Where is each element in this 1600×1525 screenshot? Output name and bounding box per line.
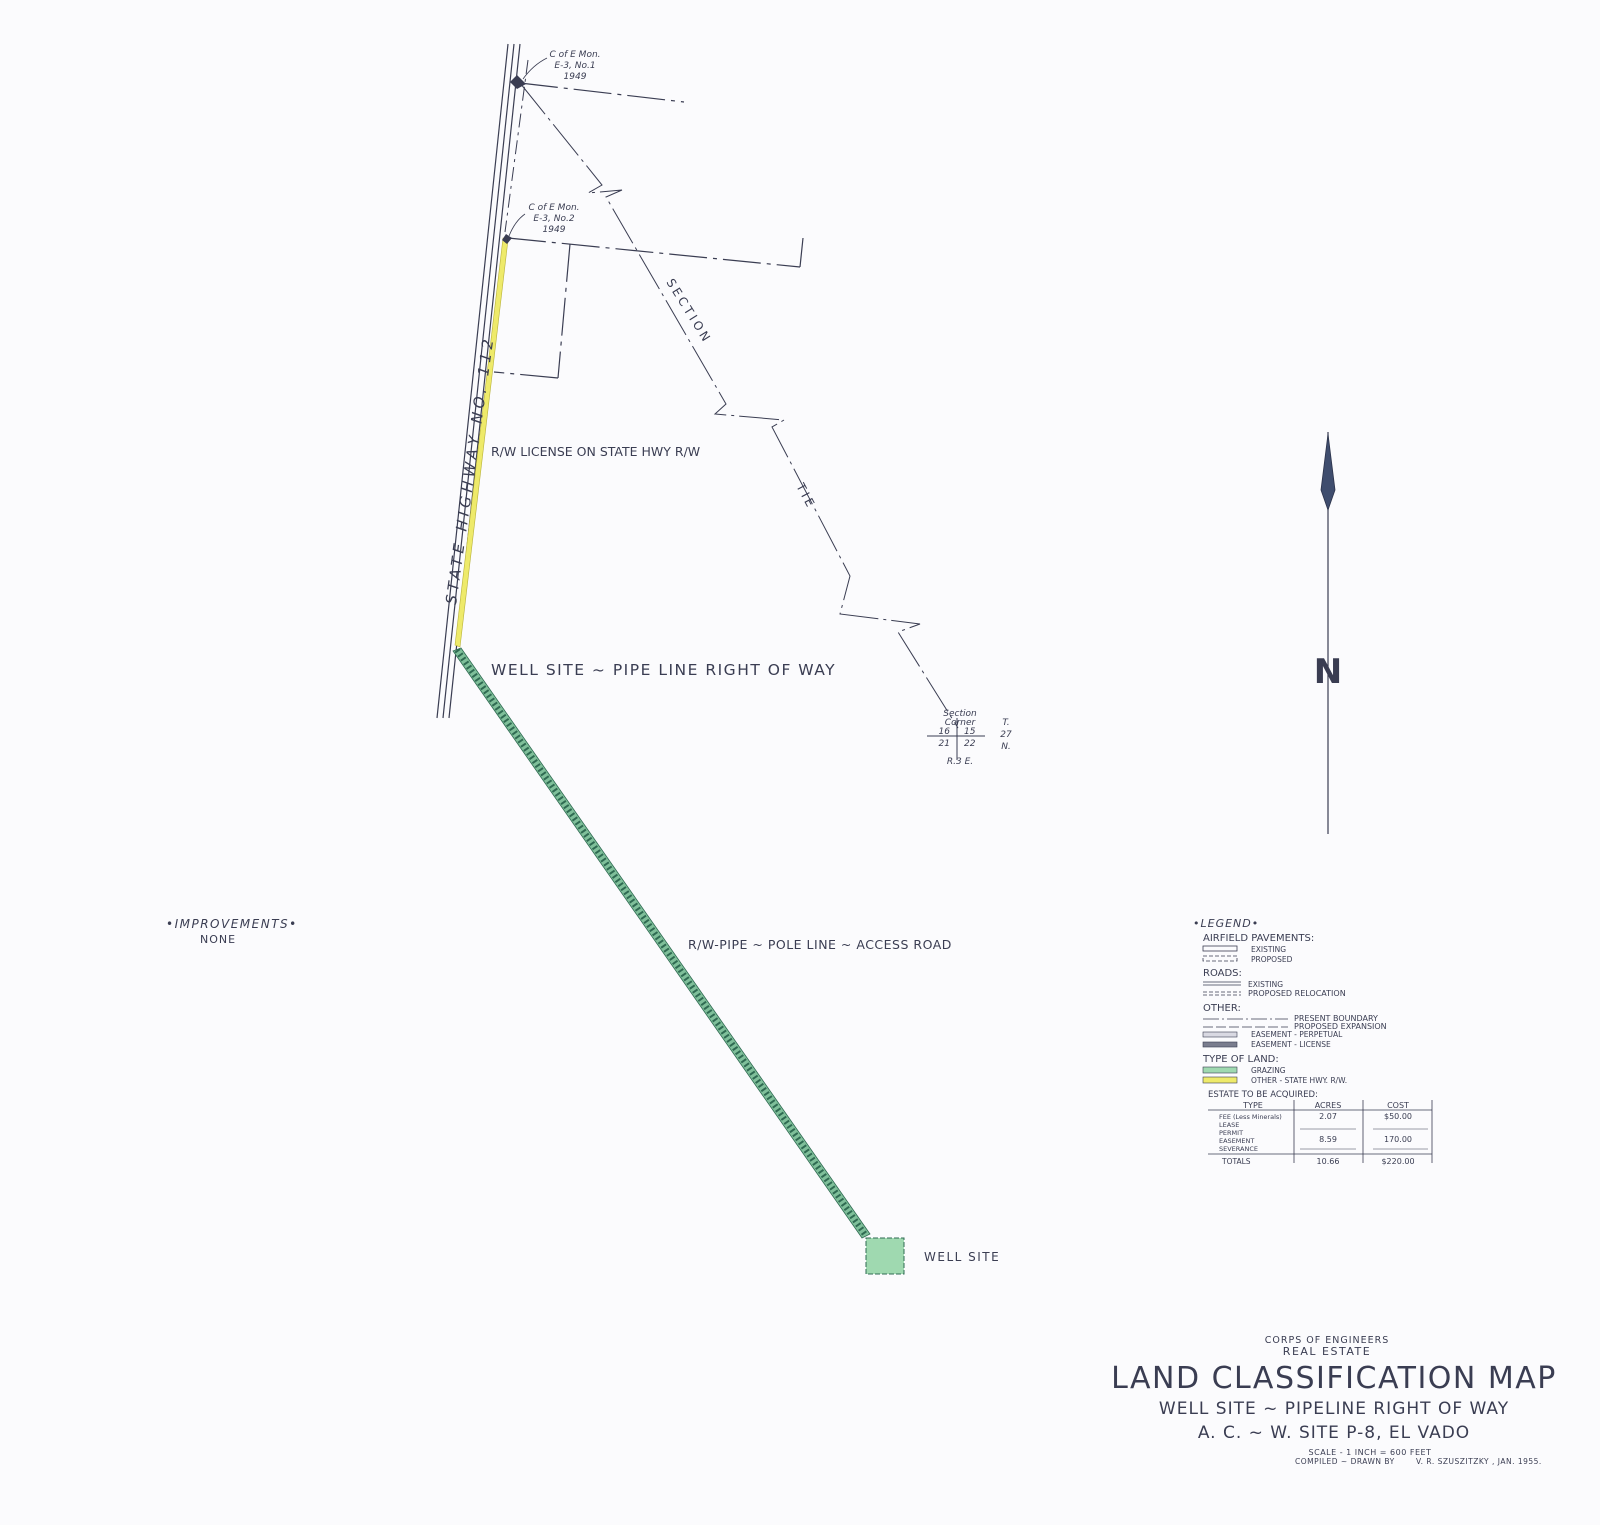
legend-present-boundary: PRESENT BOUNDARY — [1294, 1014, 1378, 1023]
monument-2-line-1: C of E Mon. — [528, 203, 579, 213]
legend-roads-existing: EXISTING — [1248, 980, 1283, 989]
table-row-easement-cost: 170.00 — [1384, 1135, 1412, 1144]
section-corner-title-2: Corner — [945, 718, 977, 728]
monument-1-line-1: C of E Mon. — [549, 50, 600, 60]
legend: •LEGEND• AIRFIELD PAVEMENTS: EXISTING PR… — [1193, 917, 1433, 1166]
pipeline-row-hatch — [454, 648, 869, 1238]
table-row-fee-acres: 2.07 — [1319, 1112, 1337, 1121]
township-t: T. — [1002, 718, 1009, 728]
legend-other-title: OTHER: — [1203, 1003, 1241, 1014]
legend-grazing: GRAZING — [1251, 1066, 1286, 1075]
table-totals-cost: $220.00 — [1381, 1157, 1414, 1166]
legend-state-hwy: OTHER - STATE HWY. R/W. — [1251, 1076, 1347, 1085]
map-subtitle-1: WELL SITE ~ PIPELINE RIGHT OF WAY — [1159, 1399, 1509, 1419]
table-row-easement-acres: 8.59 — [1319, 1135, 1337, 1144]
compiled-by: V. R. SZUSZITZKY , JAN. 1955. — [1416, 1457, 1542, 1466]
legend-easement-license: EASEMENT - LICENSE — [1251, 1040, 1331, 1049]
legend-estate-title: ESTATE TO BE ACQUIRED: — [1208, 1090, 1318, 1100]
section-number-15: 15 — [964, 727, 976, 737]
table-row-permit-type: PERMIT — [1219, 1129, 1243, 1137]
monument-2-line-3: 1949 — [543, 225, 566, 235]
legend-roads-title: ROADS: — [1203, 968, 1242, 979]
monument-2-line-2: E-3, No.2 — [533, 214, 574, 224]
table-row-fee-cost: $50.00 — [1384, 1112, 1412, 1121]
monument-1-line-2: E-3, No.1 — [554, 61, 595, 71]
svg-text:T.27N.: T. 27N. — [1000, 718, 1012, 752]
section-number-22: 22 — [964, 739, 976, 749]
table-totals-label: TOTALS — [1221, 1157, 1251, 1166]
legend-roads-proposed: PROPOSED RELOCATION — [1248, 989, 1346, 998]
section-number-21: 21 — [939, 739, 950, 749]
table-totals-acres: 10.66 — [1317, 1157, 1340, 1166]
table-row-easement-type: EASEMENT — [1219, 1137, 1254, 1145]
map-scale: SCALE - 1 INCH = 600 FEET — [1309, 1448, 1432, 1457]
title-agency: CORPS OF ENGINEERS — [1265, 1335, 1389, 1346]
north-letter: N — [1314, 652, 1342, 692]
north-arrow: N — [1314, 432, 1342, 834]
title-dept: REAL ESTATE — [1283, 1345, 1371, 1358]
legend-airfield-proposed: PROPOSED — [1251, 955, 1293, 964]
rw-license-label: R/W LICENSE ON STATE HWY R/W — [491, 444, 700, 459]
map-subtitle-2: A. C. ~ W. SITE P-8, EL VADO — [1198, 1423, 1470, 1443]
legend-airfield-title: AIRFIELD PAVEMENTS: — [1203, 933, 1314, 944]
table-header-type: TYPE — [1242, 1101, 1263, 1110]
tract-boundaries — [493, 82, 804, 379]
well-site-parcel — [865, 1237, 905, 1275]
table-header-acres: ACRES — [1315, 1101, 1342, 1110]
legend-airfield-existing: EXISTING — [1251, 945, 1286, 954]
table-row-lease-type: LEASE — [1219, 1121, 1239, 1129]
range-label: R.3 E. — [947, 757, 973, 767]
table-row-severance-type: SEVERANCE — [1219, 1145, 1258, 1153]
legend-land-title: TYPE OF LAND: — [1202, 1054, 1279, 1065]
legend-title: •LEGEND• — [1193, 917, 1259, 930]
well-pipe-row-label: WELL SITE ~ PIPE LINE RIGHT OF WAY — [491, 661, 836, 679]
compiled-label: COMPILED ~ DRAWN BY — [1295, 1457, 1395, 1466]
table-row-fee-type: FEE (Less Minerals) — [1219, 1113, 1282, 1121]
rw-pipe-pole-label: R/W-PIPE ~ POLE LINE ~ ACCESS ROAD — [688, 937, 952, 952]
monument-1-line-3: 1949 — [564, 72, 587, 82]
improvements-title: •IMPROVEMENTS• — [166, 917, 298, 931]
section-label: SECTION — [663, 276, 714, 346]
map-title: LAND CLASSIFICATION MAP — [1111, 1361, 1557, 1396]
improvements-value: NONE — [200, 933, 236, 946]
section-number-16: 16 — [939, 727, 951, 737]
well-site-label: WELL SITE — [924, 1250, 1000, 1264]
section-corner-title-1: Section — [943, 709, 977, 719]
legend-proposed-expansion: PROPOSED EXPANSION — [1294, 1022, 1387, 1031]
section-tie-line — [519, 82, 959, 729]
township-num: 27 — [1000, 730, 1012, 740]
title-block: CORPS OF ENGINEERS REAL ESTATE LAND CLAS… — [1111, 1335, 1557, 1466]
legend-easement-perpetual: EASEMENT - PERPETUAL — [1251, 1030, 1343, 1039]
tie-label: TIE — [793, 480, 819, 512]
table-header-cost: COST — [1387, 1101, 1409, 1110]
township-n: N. — [1001, 742, 1011, 752]
